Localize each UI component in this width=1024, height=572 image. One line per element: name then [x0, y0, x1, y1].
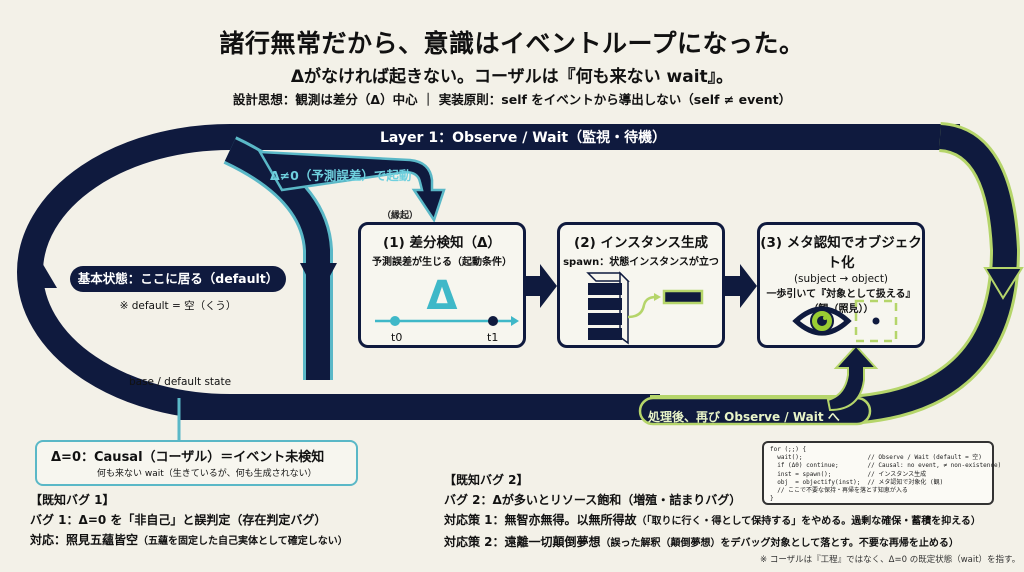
code-line: inst = spawn(); // インスタンス生成	[770, 470, 927, 478]
layer-label: Layer 1：Observe / Wait（監視・待機）	[380, 130, 667, 146]
t0-point	[390, 316, 400, 326]
default-state-pill: 基本状態：ここに居る（default）	[70, 266, 286, 292]
trigger-label: Δ≠0（予測誤差）で起動	[270, 168, 412, 183]
t1-label: t1	[487, 331, 498, 344]
known-bug-1: 【既知バグ 1】 バグ 1：Δ=0 を「非自己」と誤判定（存在判定バグ） 対応：…	[30, 490, 348, 552]
timeline-arrow-icon	[511, 316, 519, 326]
callout-sub: 何も来ない wait（生きているが、何も生成されない）	[97, 469, 317, 479]
bug2-fix1-note: （「取りに行く・得として保持する」をやめる。過剰な確保・蓄積を抑える）	[636, 516, 981, 527]
step-desc-line: 一歩引いて『対象として扱える』	[766, 289, 916, 300]
bug2-fix2: 対応策 2：遠離一切顛倒夢想	[444, 535, 601, 549]
instance-stack-icon	[586, 271, 704, 345]
delta-icon: Δ	[427, 273, 458, 319]
bug2-line1: バグ 2：Δが多いとリソース飽和（増殖・詰まりバグ）	[444, 493, 742, 507]
return-arrow	[826, 344, 879, 412]
bug1-heading: 【既知バグ 1】	[30, 493, 115, 507]
step-desc: spawn：状態インスタンスが立つ	[563, 257, 719, 268]
engi-label: （縁起）	[382, 211, 419, 221]
code-line: wait(); // Observe / Wait (default = 空)	[770, 454, 982, 462]
step-desc-line: （観（照見））	[808, 304, 874, 315]
object-dot-icon	[872, 317, 880, 325]
step-metacognition: (3) メタ認知でオブジェクト化 (subject → object) 一歩引い…	[757, 222, 925, 348]
delta-timeline: Δ t0 t1	[375, 273, 519, 344]
step-desc: 予測誤差が生じる（起動条件）	[372, 257, 512, 268]
eye-object-icon	[792, 299, 898, 343]
callout-main: Δ=0：Causal（コーザル）＝イベント未検知	[51, 450, 325, 465]
inner-down-arrowhead	[300, 263, 337, 298]
step-title: (3) メタ認知でオブジェクト化	[760, 235, 922, 271]
bug2-fix1: 対応策 1：無智亦無得。以無所得故	[444, 513, 637, 527]
footnote: ※ コーザルは『工程』ではなく、Δ=0 の既定状態（wait）を指す。	[760, 555, 1021, 565]
base-state-label: base / default state	[128, 376, 232, 388]
t0-label: t0	[391, 331, 402, 344]
code-snippet: for (;;) { wait(); // Observe / Wait (de…	[762, 441, 1002, 505]
page-subtitle: Δがなければ起きない。コーザルは『何も来ない wait』。	[290, 67, 734, 87]
step-instance-spawn: (2) インスタンス生成 spawn：状態インスタンスが立つ	[557, 222, 725, 348]
step-desc-line: (subject → object)	[793, 273, 889, 285]
arrow-box1-to-box2	[526, 264, 557, 308]
trigger-branch	[257, 150, 446, 223]
page-title: 諸行無常だから、意識はイベントループになった。	[219, 29, 805, 58]
code-line: for (;;) {	[770, 446, 807, 453]
inner-arc-fill	[224, 139, 330, 380]
default-note: ※ default = 空（くう）	[119, 300, 237, 312]
step-title: (2) インスタンス生成	[574, 235, 708, 251]
step-diff-detection: (1) 差分検知（Δ） 予測誤差が生じる（起動条件） Δ t0 t1	[358, 222, 526, 348]
step-title: (1) 差分検知（Δ）	[383, 235, 501, 251]
after-band	[638, 396, 872, 426]
code-line: }	[770, 495, 774, 503]
left-up-arrowhead	[20, 256, 57, 288]
bug2-heading: 【既知バグ 2】	[444, 473, 529, 487]
code-line: if (Δ0) continue; // Causal: no event, ≠…	[770, 462, 1002, 470]
arrow-box2-to-box3	[725, 264, 757, 308]
code-line: // ここで不要な保持・再帰を落とす知恵が入る	[770, 487, 908, 495]
t1-point	[488, 316, 498, 326]
causal-callout: Δ=0：Causal（コーザル）＝イベント未検知 何も来ない wait（生きてい…	[35, 440, 358, 486]
code-line: obj = objectify(inst); // メタ認知で対象化 (観)	[770, 478, 944, 486]
right-arc-arrowhead	[983, 267, 1024, 300]
design-principle: 設計思想：観測は差分（Δ）中心 ｜ 実装原則：self をイベントから導出しない…	[232, 92, 792, 107]
bug1-fix-note: （五蘊を固定した自己実体として確定しない）	[138, 536, 348, 547]
bug1-line1: バグ 1：Δ=0 を「非自己」と誤判定（存在判定バグ）	[30, 513, 327, 527]
bug1-fix: 対応：照見五蘊皆空	[30, 533, 139, 547]
spawned-instance-icon	[662, 289, 704, 305]
bug2-fix2-note: （誤った解釈（顛倒夢想）をデバッグ対象として落とす。不要な再帰を止める）	[600, 538, 959, 549]
object-frame-icon	[854, 299, 898, 343]
known-bug-2: 【既知バグ 2】 バグ 2：Δが多いとリソース飽和（増殖・詰まりバグ） 対応策 …	[444, 470, 981, 554]
after-processing-label: 処理後、再び Observe / Wait へ	[648, 410, 840, 424]
